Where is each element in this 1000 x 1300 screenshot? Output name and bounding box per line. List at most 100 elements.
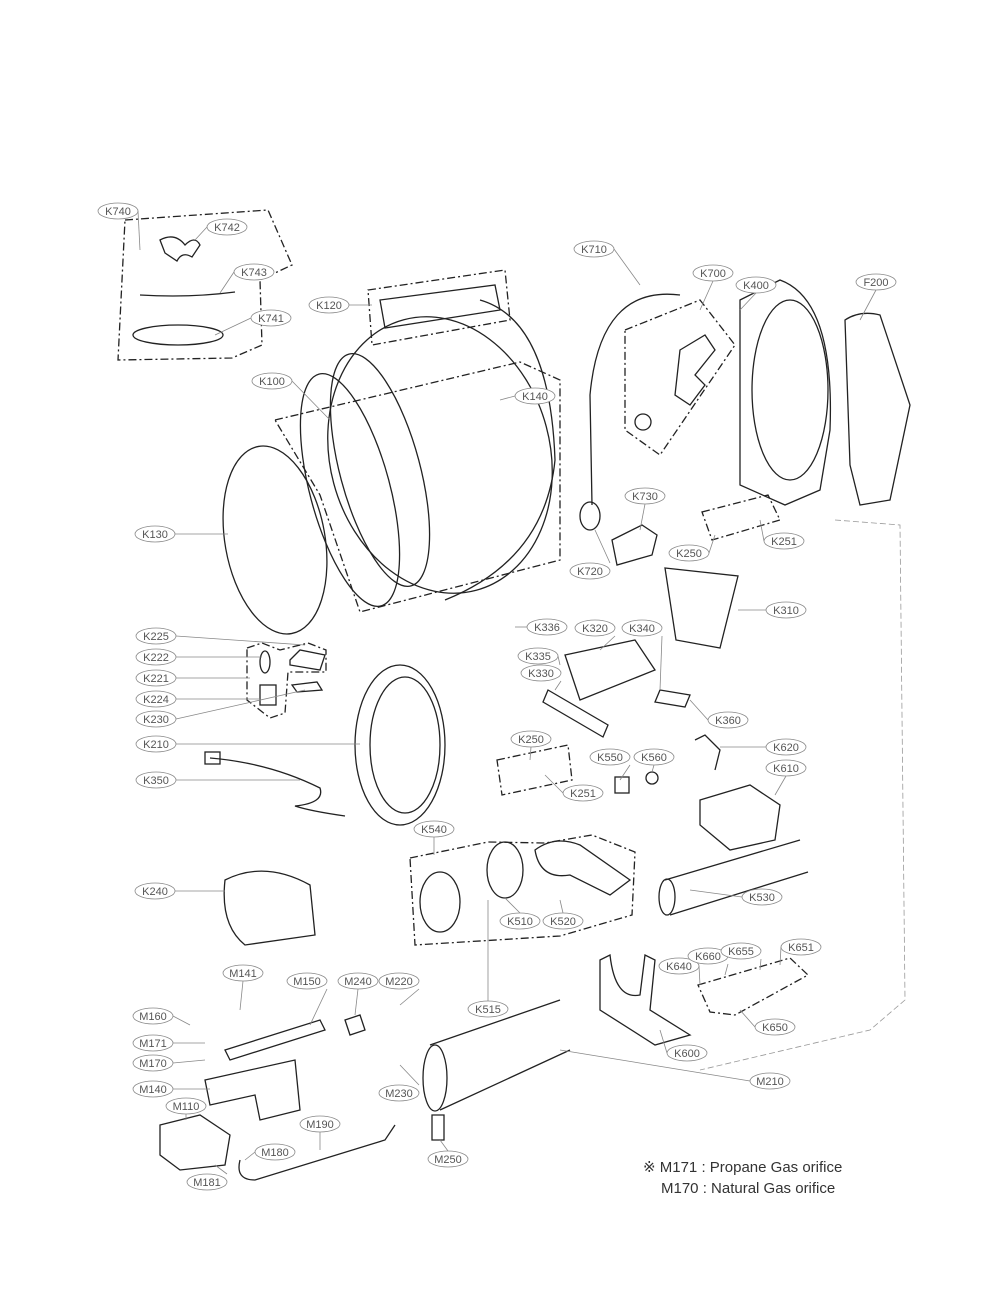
- leader-line: [594, 529, 611, 564]
- part-label-k340: K340: [621, 619, 663, 637]
- label-bubble: [763, 532, 805, 550]
- label-text: K120: [316, 300, 342, 312]
- label-bubble: [720, 942, 762, 960]
- label-bubble: [855, 273, 897, 291]
- sensor-part: [614, 776, 630, 794]
- label-bubble: [666, 1044, 708, 1062]
- part-label-m181: M181: [186, 1173, 228, 1191]
- leader-line: [559, 899, 564, 914]
- assembly-path-line: [699, 519, 906, 1071]
- lamp-cover-part: [289, 649, 326, 671]
- label-bubble: [707, 711, 749, 729]
- part-label-k510: K510: [499, 912, 541, 930]
- idler-group-outline: [697, 957, 810, 1016]
- leader-line: [619, 764, 631, 781]
- label-text: K640: [666, 961, 692, 973]
- leader-line: [557, 655, 561, 666]
- burner-bracket-part: [204, 1059, 301, 1121]
- label-text: K251: [771, 536, 797, 548]
- label-bubble: [135, 735, 177, 753]
- label-bubble: [765, 759, 807, 777]
- part-label-k710: K710: [573, 240, 615, 258]
- lamp-bulb-part: [259, 650, 271, 674]
- leader-line: [504, 897, 521, 914]
- label-bubble: [134, 882, 176, 900]
- label-text: M170: [139, 1058, 167, 1070]
- label-text: K336: [534, 622, 560, 634]
- label-bubble: [413, 820, 455, 838]
- label-bubble: [308, 296, 350, 314]
- label-text: K210: [143, 739, 169, 751]
- part-label-k560: K560: [633, 748, 675, 766]
- label-text: M250: [434, 1154, 462, 1166]
- part-label-k550: K550: [589, 748, 631, 766]
- part-label-m250: M250: [427, 1150, 469, 1168]
- part-label-k250: K250: [510, 730, 552, 748]
- part-label-k730: K730: [624, 487, 666, 505]
- part-label-k100: K100: [251, 372, 293, 390]
- leader-line: [529, 746, 532, 761]
- drum-back-part: [444, 299, 556, 601]
- label-text: K515: [475, 1004, 501, 1016]
- label-bubble: [749, 1072, 791, 1090]
- gas-valve-part: [159, 1114, 231, 1171]
- label-text: K225: [143, 631, 169, 643]
- short-hose-part: [139, 291, 236, 297]
- label-bubble: [754, 1018, 796, 1036]
- label-text: K610: [773, 763, 799, 775]
- label-text: K510: [507, 916, 533, 928]
- leader-line: [659, 635, 663, 691]
- part-label-k251: K251: [562, 784, 604, 802]
- drum-rim-inner: [329, 352, 431, 588]
- part-label-k515: K515: [467, 1000, 509, 1018]
- footnote-line-propane: ※ M171 : Propane Gas orifice: [643, 1159, 843, 1176]
- label-bubble: [517, 647, 559, 665]
- filter-housing-part: [564, 639, 656, 701]
- leader-line: [739, 292, 757, 311]
- part-label-m190: M190: [299, 1115, 341, 1133]
- nozzle-part: [634, 413, 652, 431]
- label-text: K600: [674, 1048, 700, 1060]
- blower-fan-part: [486, 841, 524, 899]
- leader-line: [698, 965, 701, 986]
- combustion-chamber-part: [429, 999, 571, 1111]
- part-label-k650: K650: [754, 1018, 796, 1036]
- label-text: K560: [641, 752, 667, 764]
- leader-line: [175, 689, 306, 720]
- leader-line: [613, 248, 641, 286]
- label-text: M171: [139, 1038, 167, 1050]
- blower-ring-part: [419, 871, 461, 933]
- leader-line: [172, 1015, 191, 1026]
- leader-line: [309, 988, 328, 1026]
- label-text: K740: [105, 206, 131, 218]
- filter-cover-part: [542, 689, 609, 738]
- part-label-m220: M220: [378, 972, 420, 990]
- label-text: K520: [550, 916, 576, 928]
- elbow-fitting-part: [579, 501, 601, 531]
- blower-housing-part: [534, 840, 632, 896]
- label-bubble: [378, 972, 420, 990]
- combustion-chamber-opening: [422, 1044, 448, 1112]
- label-bubble: [499, 912, 541, 930]
- label-bubble: [337, 972, 379, 990]
- label-text: K222: [143, 652, 169, 664]
- lint-filter-part: [664, 567, 739, 649]
- label-text: K720: [577, 566, 603, 578]
- part-label-k610: K610: [765, 759, 807, 777]
- leader-line: [759, 519, 765, 542]
- leader-line: [708, 534, 716, 554]
- label-bubble: [251, 372, 293, 390]
- label-bubble: [165, 1097, 207, 1115]
- part-label-k600: K600: [666, 1044, 708, 1062]
- label-bubble: [427, 1150, 469, 1168]
- part-label-k250: K250: [668, 544, 710, 562]
- label-bubble: [658, 957, 700, 975]
- part-label-k620: K620: [765, 738, 807, 756]
- label-text: K700: [700, 268, 726, 280]
- drum-group-outline: [273, 361, 561, 613]
- label-bubble: [186, 1173, 228, 1191]
- part-label-k336: K336: [526, 618, 568, 636]
- part-label-k742: K742: [206, 218, 248, 236]
- baffle-part: [379, 284, 501, 329]
- part-label-k360: K360: [707, 711, 749, 729]
